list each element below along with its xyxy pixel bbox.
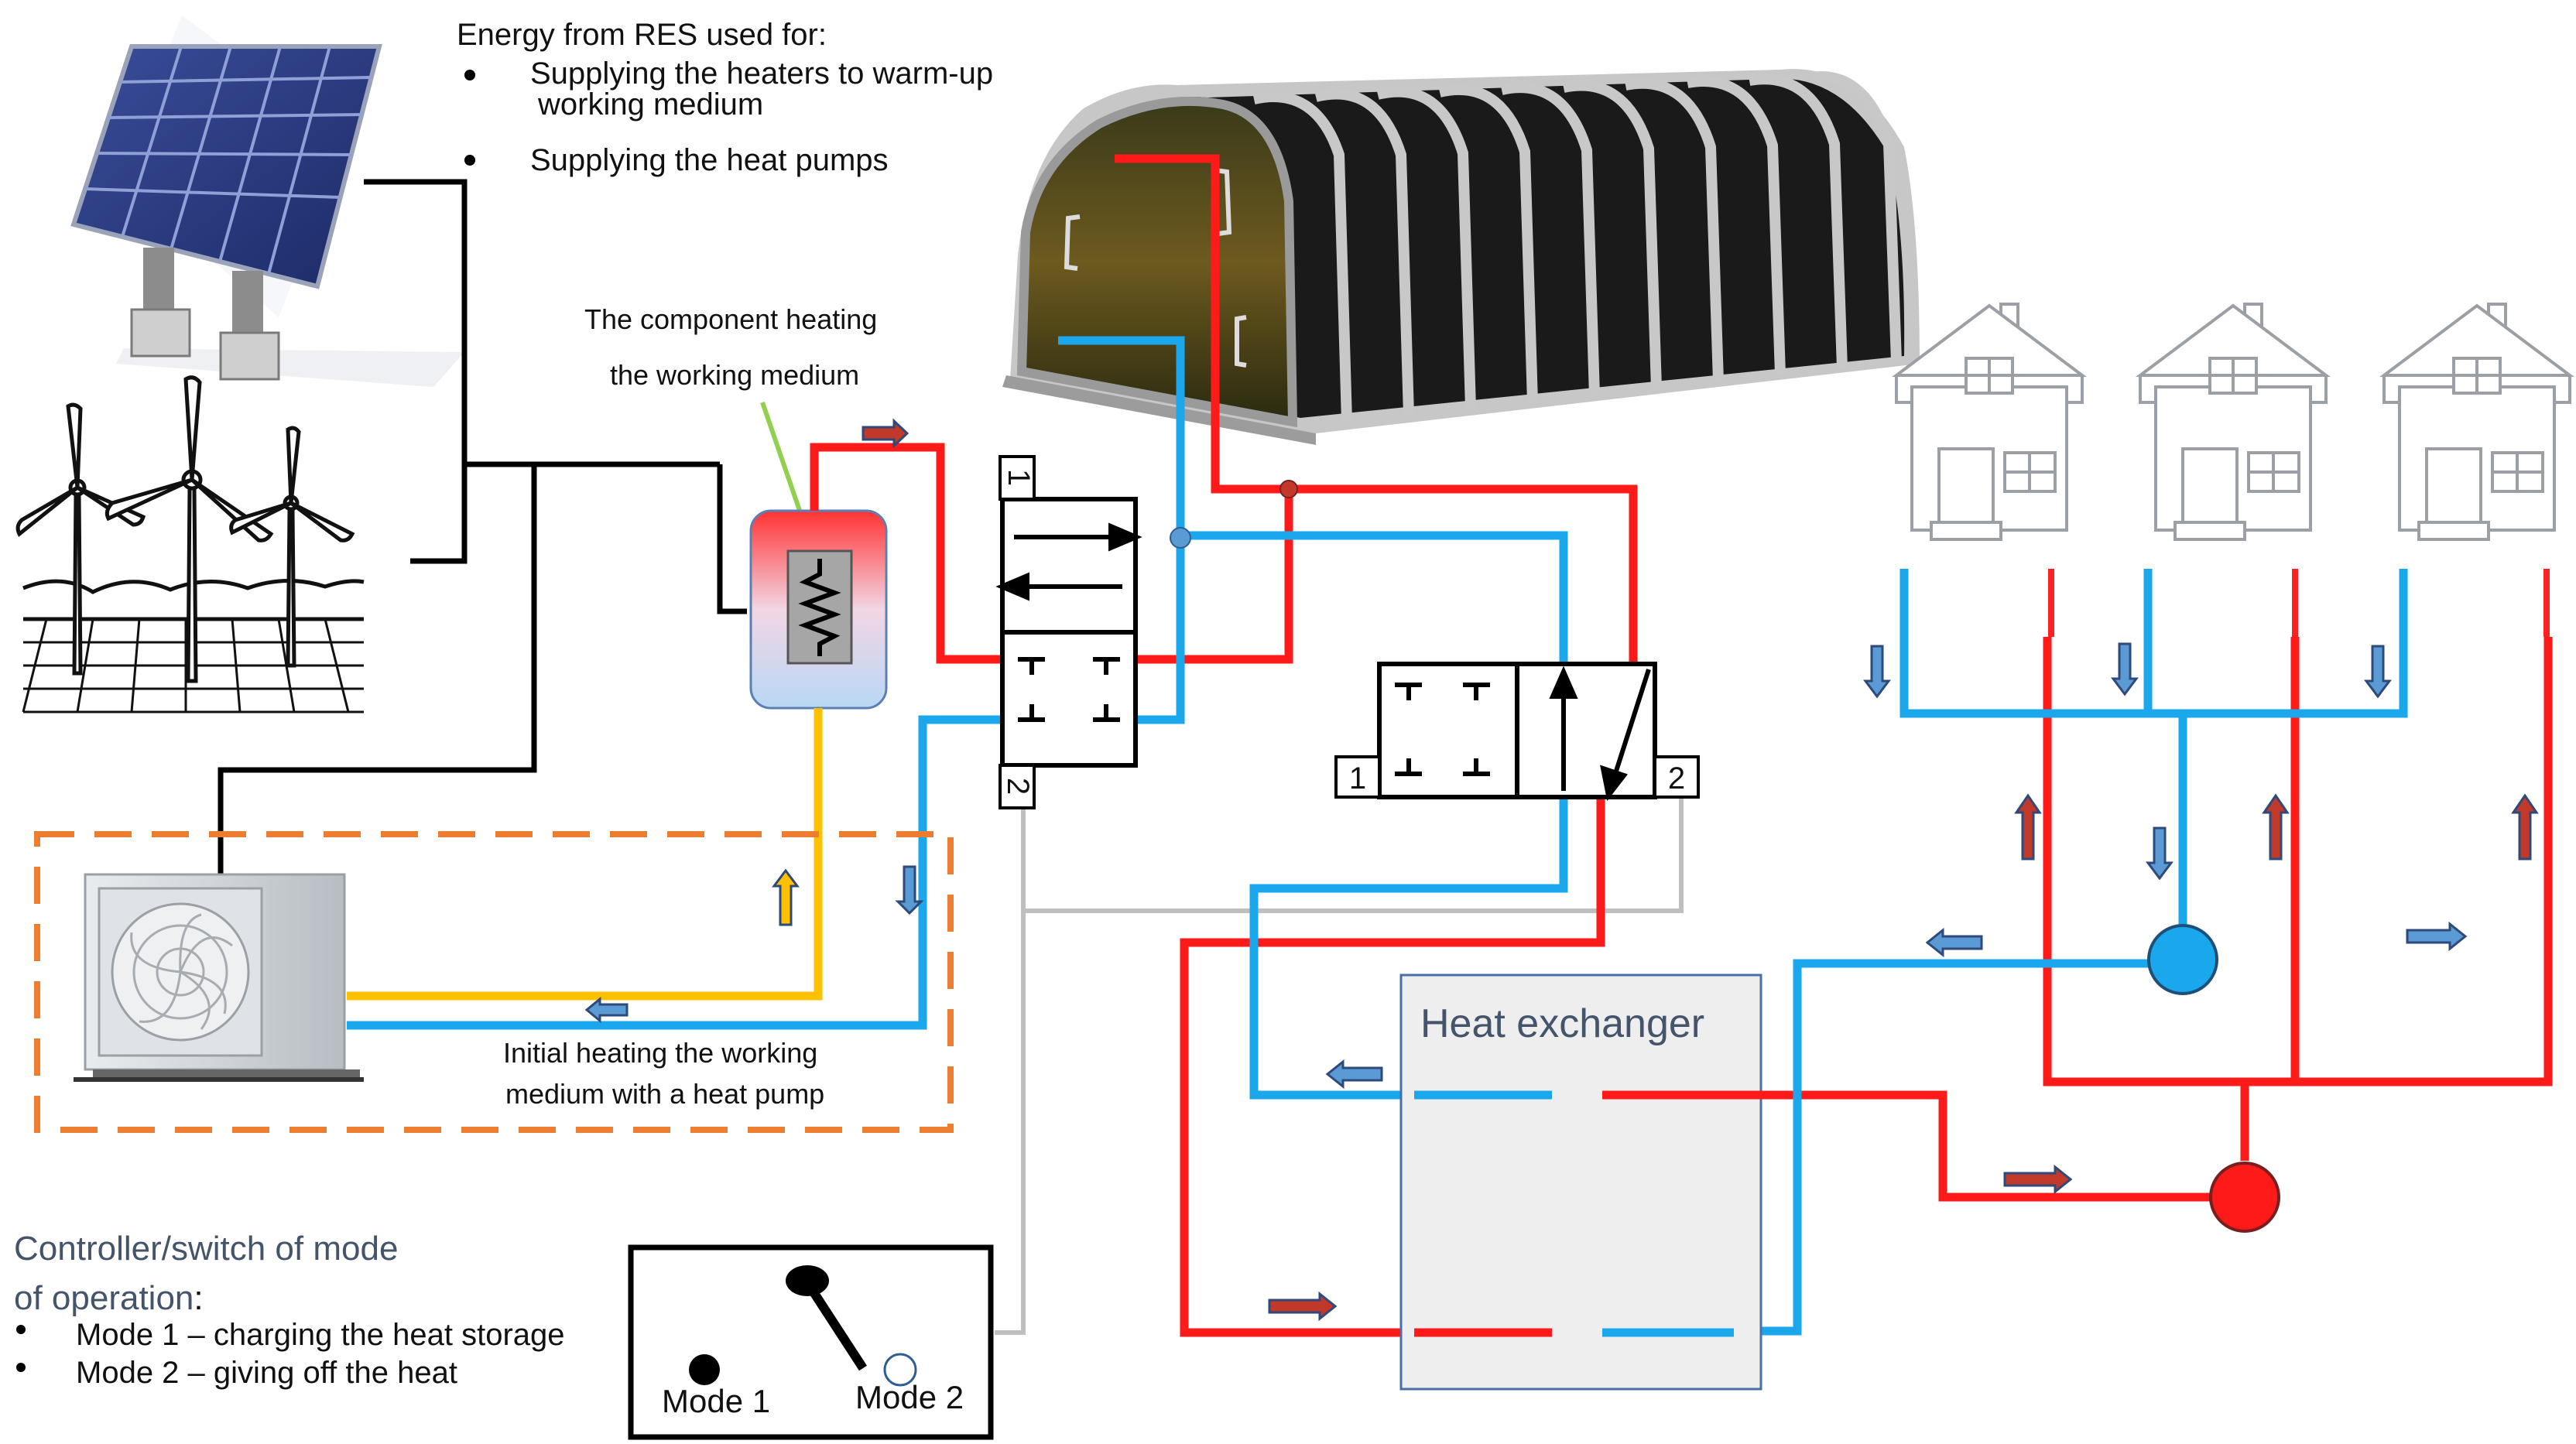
wind-farm-icon xyxy=(15,375,365,713)
house-icon xyxy=(1892,303,2087,541)
flow-arrow-down-icon xyxy=(2111,642,2139,696)
heat-exchanger-label: Heat exchanger xyxy=(1420,1001,1704,1046)
control-signal-lines xyxy=(995,797,1684,1335)
switch-lever-icon xyxy=(807,1285,868,1371)
flow-arrow-left-icon xyxy=(584,996,629,1024)
mode-switch-panel xyxy=(628,1244,994,1440)
mode1-indicator[interactable] xyxy=(689,1354,720,1385)
heat-pump-supply-pipe xyxy=(347,708,823,1001)
house-radiator xyxy=(2400,566,2550,640)
flow-arrow-right-icon xyxy=(2406,921,2468,952)
flow-arrow-left-icon xyxy=(1925,927,1983,958)
hot-circulation-pump xyxy=(2209,1162,2280,1233)
power-wires xyxy=(218,179,747,874)
heating-component-label-line1: The component heating xyxy=(584,303,877,335)
res-note-bullet2: Supplying the heat pumps xyxy=(530,143,889,177)
hot-pipes xyxy=(810,154,2553,1337)
right-directional-valve xyxy=(1334,662,1700,802)
flow-arrow-up-icon xyxy=(2511,793,2539,861)
controller-title-line2: of operation xyxy=(14,1279,194,1317)
res-note-bullet1-line2: working medium xyxy=(537,87,763,121)
controller-mode1-desc: Mode 1 – charging the heat storage xyxy=(76,1318,565,1352)
res-note-bullet1-line1: Supplying the heaters to warm-up xyxy=(530,56,993,91)
svg-text:of operation:: of operation: xyxy=(14,1279,204,1317)
flow-arrow-down-icon xyxy=(1863,645,1891,699)
res-note-title: Energy from RES used for: xyxy=(457,18,827,52)
right-valve-port-1: 1 xyxy=(1349,761,1366,796)
flow-arrow-right-icon xyxy=(862,418,909,449)
res-usage-note: Energy from RES used for: Supplying the … xyxy=(457,18,993,177)
heat-pump-unit-icon xyxy=(74,873,364,1082)
heat-pump-label-line2: medium with a heat pump xyxy=(505,1078,824,1110)
controller-title-colon: : xyxy=(194,1279,203,1317)
left-valve-port-1: 1 xyxy=(1002,469,1036,486)
flow-arrow-up-icon xyxy=(2262,793,2290,861)
solar-panel-icon xyxy=(70,15,464,387)
flow-arrow-up-icon xyxy=(2014,793,2042,861)
mode2-indicator[interactable] xyxy=(883,1353,917,1387)
flow-arrow-down-icon xyxy=(895,865,924,915)
house-icon xyxy=(2136,303,2331,541)
controller-mode2-desc: Mode 2 – giving off the heat xyxy=(76,1356,457,1390)
house-icon xyxy=(2379,303,2574,541)
junction-dot xyxy=(1170,527,1191,549)
mode1-label: Mode 1 xyxy=(662,1383,770,1419)
flow-arrow-down-icon xyxy=(2364,645,2392,699)
left-valve-port-2: 2 xyxy=(1001,778,1035,795)
junction-dot xyxy=(1279,480,1298,498)
flow-arrow-down-icon xyxy=(2146,826,2174,881)
mode2-label: Mode 2 xyxy=(855,1379,964,1415)
flow-arrow-up-icon xyxy=(772,868,800,926)
house-radiator xyxy=(2148,566,2298,640)
label-pointer-arrow xyxy=(760,402,807,527)
controller-title-line1: Controller/switch of mode xyxy=(14,1230,398,1268)
flow-arrow-left-icon xyxy=(1325,1059,1383,1090)
heat-exchanger-hot-coil xyxy=(1602,1090,1779,1337)
heating-coil-icon xyxy=(798,559,841,656)
heat-storage-tunnel-icon xyxy=(1002,69,1920,445)
right-valve-port-2: 2 xyxy=(1668,761,1685,796)
house-radiator xyxy=(1904,566,2054,640)
heat-pump-label-line1: Initial heating the working xyxy=(503,1037,817,1069)
flow-arrows xyxy=(584,418,2539,1322)
heating-component-label-line2: the working medium xyxy=(610,359,859,391)
heat-pump-group-box xyxy=(34,831,954,1133)
cold-circulation-pump xyxy=(2147,924,2218,995)
flow-arrow-right-icon xyxy=(1268,1291,1338,1322)
left-directional-valve xyxy=(995,455,1142,809)
flow-arrow-right-icon xyxy=(2003,1164,2073,1195)
heater-tank xyxy=(749,509,888,710)
heat-exchanger-cold-coil xyxy=(1414,1090,1553,1337)
mode-controller-legend: Controller/switch of mode of operation: … xyxy=(14,1230,565,1390)
